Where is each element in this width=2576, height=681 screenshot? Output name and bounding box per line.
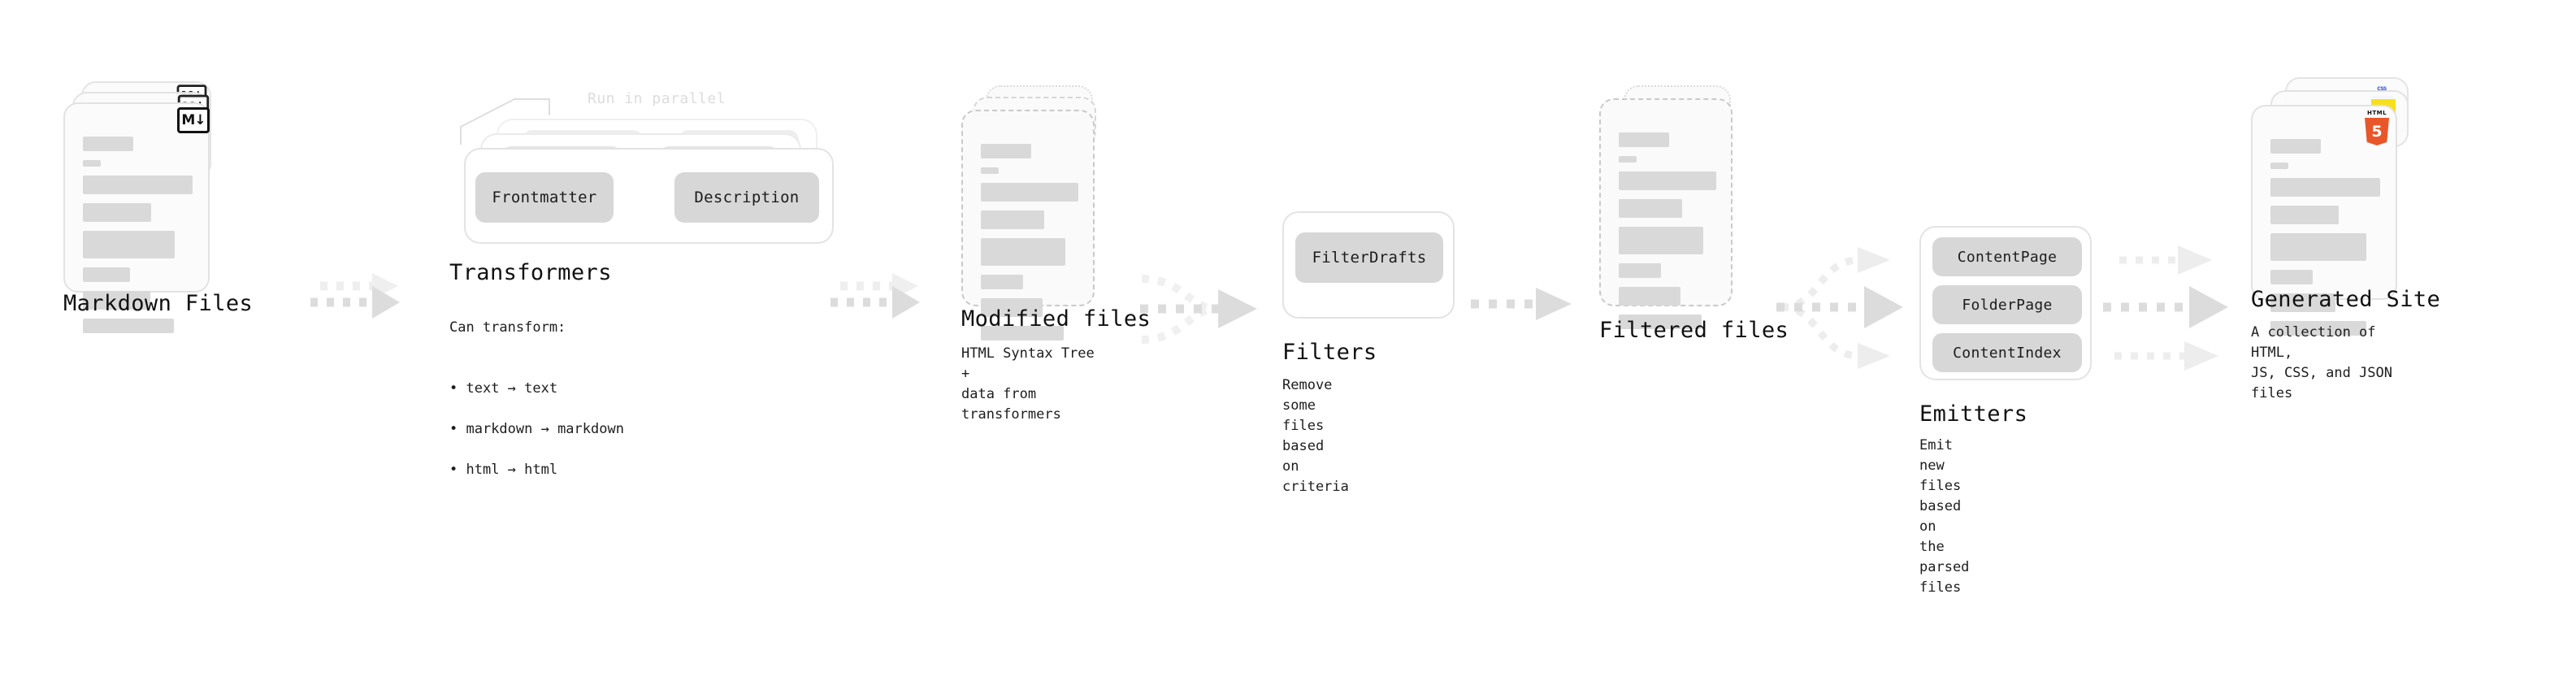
generated-site-file-stack: CSS HTML 5 xyxy=(2251,77,2422,336)
connector-emitters-to-site xyxy=(2103,236,2249,398)
markdown-card-content-lines xyxy=(83,137,193,342)
transformers-capability-item: markdown → markdown xyxy=(449,419,623,440)
transformers-capability-item: text → text xyxy=(449,379,624,399)
label-transformers: Transformers xyxy=(449,260,612,285)
markdown-icon-label: M↓ xyxy=(181,111,206,128)
label-modified-files: Modified files xyxy=(961,306,1151,332)
run-in-parallel-bracket-icon xyxy=(460,98,550,145)
modified-card-content-lines xyxy=(981,144,1078,349)
connector-transformers-to-modified xyxy=(829,268,920,349)
emitter-pill-contentindex[interactable]: ContentIndex xyxy=(1932,333,2082,372)
annotation-run-in-parallel: Run in parallel xyxy=(588,90,726,107)
markdown-card-front xyxy=(63,102,210,333)
filtered-card-content-lines xyxy=(1619,132,1716,338)
filtered-file-stack xyxy=(1599,85,1746,329)
dotted-arrow-merge-icon xyxy=(1140,275,1257,344)
emitter-pill-contentpage[interactable]: ContentPage xyxy=(1932,237,2082,276)
modified-card-front xyxy=(961,110,1095,340)
html5-icon: HTML 5 xyxy=(2365,110,2389,145)
filters-box: FilterDrafts xyxy=(1282,211,1455,319)
stage-modified-files: Modified files HTML Syntax Tree + data f… xyxy=(961,85,1151,423)
connector-modified-to-filters xyxy=(1134,244,1264,390)
label-emitters: Emitters xyxy=(1919,401,2028,427)
filters-description: Remove some files based on criteria xyxy=(1282,377,1349,495)
markdown-file-stack: M↓ M↓ M↓ xyxy=(63,81,226,333)
emitter-pill-folderpage[interactable]: FolderPage xyxy=(1932,285,2082,324)
dotted-arrow-fanout-icon xyxy=(1776,247,1903,369)
label-markdown-files: Markdown Files xyxy=(63,291,254,316)
modified-file-stack xyxy=(961,85,1108,340)
dotted-arrow-single-icon xyxy=(1471,288,1572,320)
label-filtered-files: Filtered files xyxy=(1599,318,1789,343)
transformer-box-front: Frontmatter Description xyxy=(464,148,834,244)
generated-site-description: A collection of HTML, JS, CSS, and JSON … xyxy=(2251,324,2392,401)
transformers-capability-list: text → text markdown → markdown html → h… xyxy=(449,358,624,501)
transformers-description-heading: Can transform: xyxy=(449,319,566,336)
stage-filtered-files: Filtered files xyxy=(1599,85,1789,343)
filtered-card-front xyxy=(1599,98,1733,329)
label-filters: Filters xyxy=(1282,340,1377,365)
emitters-description: Emit new files based on the parsed files xyxy=(1919,437,1970,596)
emitters-box: ContentPage FolderPage ContentIndex xyxy=(1919,226,2092,380)
generated-card-content-lines xyxy=(2270,139,2380,345)
dotted-arrow-double-icon xyxy=(830,273,920,319)
transformer-pill-frontmatter[interactable]: Frontmatter xyxy=(475,172,614,223)
modified-files-description: HTML Syntax Tree + data from transformer… xyxy=(961,345,1095,423)
stage-markdown-files: M↓ M↓ M↓ M xyxy=(63,81,253,333)
label-generated-site: Generated Site xyxy=(2251,287,2441,312)
html5-icon-shield: 5 xyxy=(2365,118,2389,145)
transformers-description: Can transform: text → text markdown → ma… xyxy=(449,297,624,521)
html5-icon-caption: HTML xyxy=(2366,110,2387,116)
connector-filters-to-filtered xyxy=(1469,286,1575,335)
transformers-capability-item: html → html xyxy=(449,460,624,480)
connector-md-to-transformers xyxy=(309,268,400,349)
filter-pill-filterdrafts[interactable]: FilterDrafts xyxy=(1295,232,1443,283)
dotted-arrow-triple-icon xyxy=(2103,245,2228,371)
stage-generated-site: CSS HTML 5 Gener xyxy=(2251,77,2440,401)
generated-card-front-html xyxy=(2251,105,2397,336)
transformer-pill-description[interactable]: Description xyxy=(674,172,819,223)
connector-filtered-to-emitters xyxy=(1776,234,1923,397)
dotted-arrow-double-icon xyxy=(310,273,400,319)
css3-icon-label: CSS xyxy=(2377,86,2387,92)
markdown-icon: M↓ xyxy=(177,107,210,133)
